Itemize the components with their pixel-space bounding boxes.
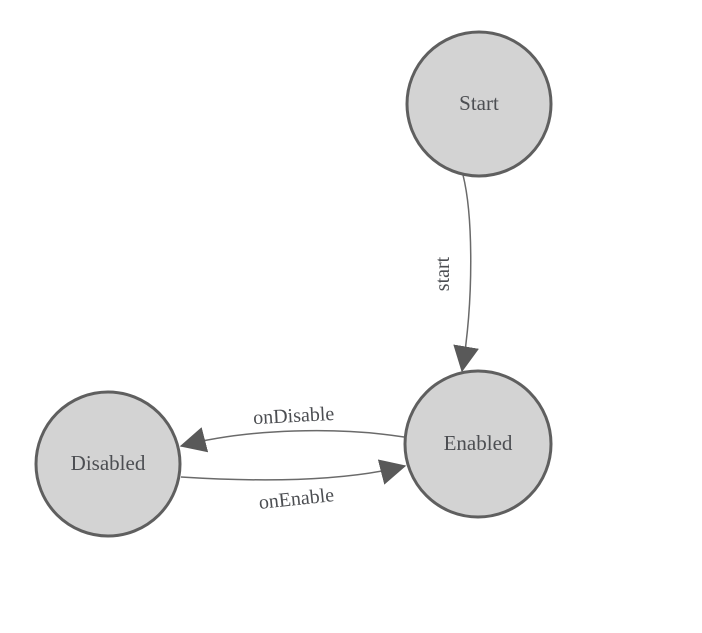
edge-label-onenable: onEnable	[258, 484, 336, 514]
node-disabled-circle[interactable]	[34, 390, 182, 538]
node-enabled-circle[interactable]	[403, 369, 553, 519]
edge-label-ondisable: onDisable	[253, 403, 335, 429]
edge-enabled-to-disabled[interactable]	[179, 427, 405, 453]
edge-start-to-enabled[interactable]	[453, 174, 479, 373]
edge-label-start: start	[432, 256, 454, 291]
node-start-circle[interactable]	[405, 30, 553, 178]
edge-disabled-to-enabled[interactable]	[180, 459, 407, 485]
